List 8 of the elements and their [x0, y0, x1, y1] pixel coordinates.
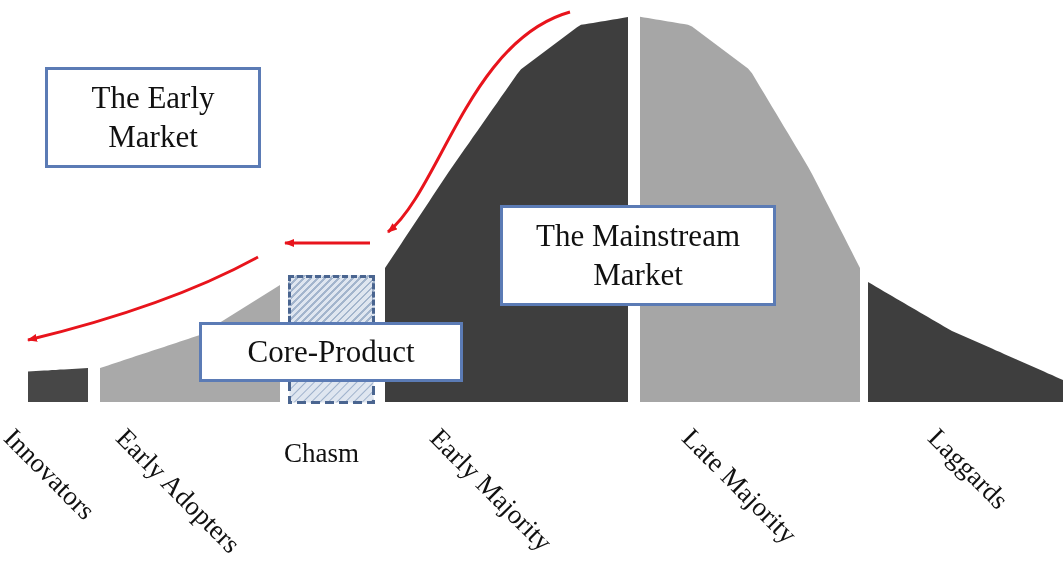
box-text: Core-Product	[247, 332, 415, 371]
box-text: The Early Market	[90, 78, 216, 156]
text-box	[199, 322, 463, 382]
text-box	[45, 67, 261, 168]
box-text: The Mainstream Market	[535, 216, 741, 294]
text-box	[500, 205, 776, 306]
segment-label: Chasm	[284, 440, 359, 467]
chasm-dashed-box	[288, 275, 375, 322]
